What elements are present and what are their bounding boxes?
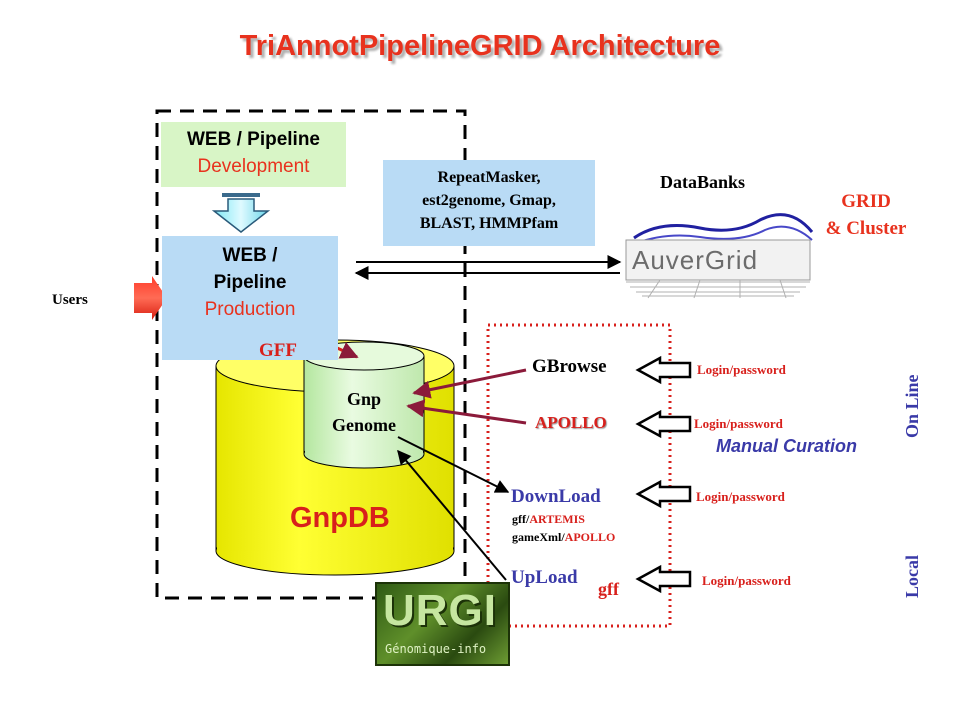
grid-label-line2: & Cluster [825, 218, 907, 239]
gbrowse-arrow [412, 368, 527, 399]
tools-box: RepeatMasker, est2genome, Gmap, BLAST, H… [383, 160, 595, 246]
urgi-logo: URGI Génomique-info [375, 582, 510, 666]
login-label-apollo: Login/password [694, 416, 783, 431]
prod-box-line1: WEB / [222, 245, 278, 266]
gnp-genome-line1: Gnp [346, 389, 382, 409]
download-format-apollo: APOLLO [564, 530, 616, 544]
upload-label[interactable]: UpLoad [511, 567, 578, 588]
apollo-label[interactable]: APOLLO [535, 413, 607, 432]
download-label[interactable]: DownLoad [511, 486, 601, 507]
download-format-gamexml-prefix: gameXml/ [512, 530, 565, 544]
prod-box-line2: Pipeline [213, 272, 287, 293]
dev-box-line1: WEB / Pipeline [186, 129, 321, 150]
grid-label-line1: GRID [841, 191, 891, 212]
local-label: Local [902, 555, 922, 598]
login-label-upload: Login/password [702, 573, 791, 588]
online-label: On Line [902, 374, 922, 438]
download-arrow [397, 436, 510, 493]
databanks-label: DataBanks [660, 172, 746, 192]
users-arrow [134, 276, 167, 320]
download-format-gff-prefix: gff/ [512, 512, 530, 526]
download-format-gamexml: gameXml/APOLLO [512, 530, 615, 545]
gbrowse-label[interactable]: GBrowse [532, 356, 607, 377]
tools-line3: BLAST, HMMPfam [419, 215, 559, 232]
diagram-title: TriAnnotPipelineGRID Architecture [239, 30, 721, 62]
apollo-arrow [406, 399, 527, 425]
gnp-genome-line2: Genome [332, 415, 396, 435]
web-server-boundary [155, 109, 467, 600]
login-label-gbrowse: Login/password [697, 362, 786, 377]
users-label: Users [52, 292, 88, 308]
upload-arrow [397, 449, 507, 581]
deploy-arrow [211, 193, 271, 233]
login-arrows [635, 355, 692, 594]
login-label-download: Login/password [696, 489, 785, 504]
gnpdb-label: GnpDB [290, 502, 390, 534]
urgi-logo-small: Génomique-info [385, 642, 487, 656]
dev-box-line2: Development [197, 156, 310, 177]
manual-curation-label: Manual Curation [716, 436, 858, 456]
auvergrid-logo-text: AuverGrid [632, 245, 759, 275]
gff-label: GFF [259, 340, 297, 361]
gnp-genome-label: Gnp Genome [304, 386, 424, 438]
download-format-gff: gff/ARTEMIS [512, 512, 585, 527]
grid-label: GRID & Cluster [815, 188, 917, 242]
tools-line1: RepeatMasker, [437, 169, 541, 186]
gnp-genome-cylinder [303, 341, 425, 469]
prod-box: WEB / Pipeline Production [162, 236, 338, 360]
client-tools-boundary [486, 323, 672, 628]
auvergrid-logo-graphic [625, 213, 814, 299]
dev-box: WEB / Pipeline Development [161, 122, 346, 187]
tools-line2: est2genome, Gmap, [422, 192, 556, 209]
prod-box-line3: Production [204, 299, 296, 320]
download-format-artemis: ARTEMIS [529, 512, 585, 526]
upload-suffix: gff [598, 579, 619, 599]
urgi-logo-big: URGI [383, 586, 497, 635]
